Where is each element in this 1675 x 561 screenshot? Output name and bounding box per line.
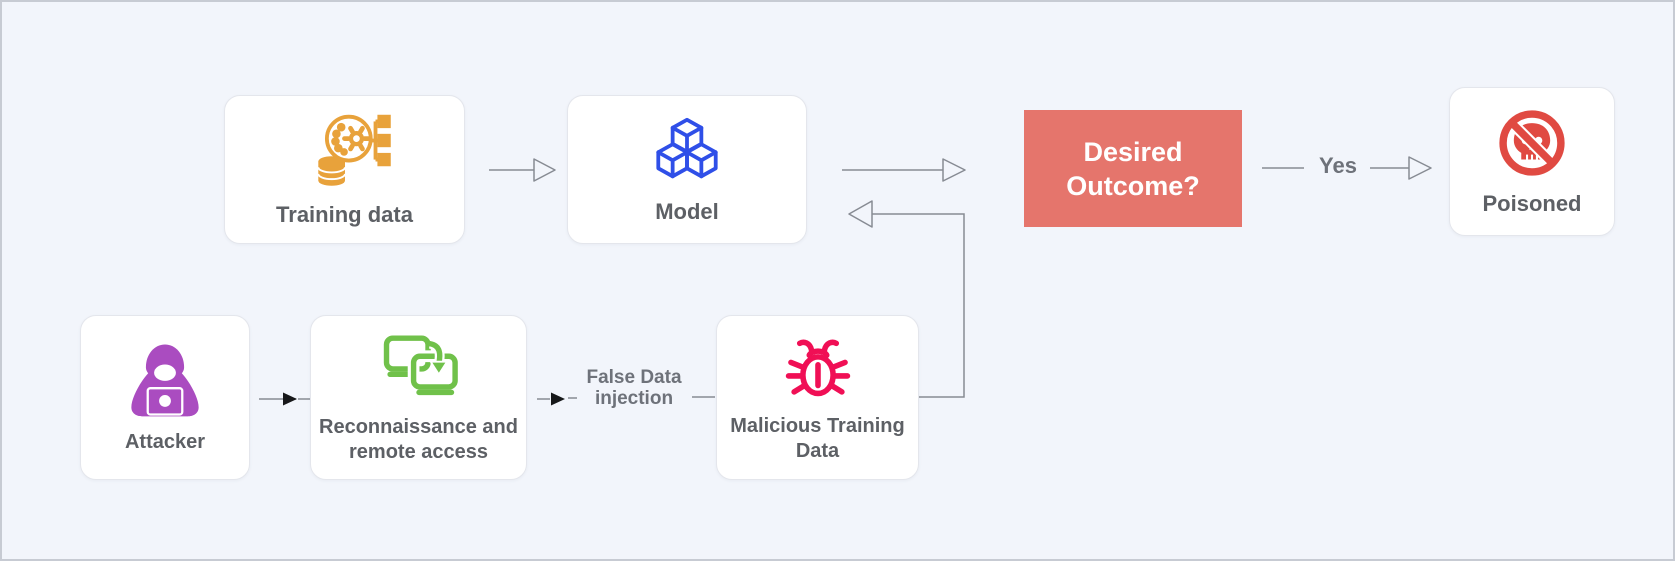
edge-malicious-to-model	[872, 213, 965, 398]
node-label-training-data: Training data	[276, 202, 413, 228]
open-arrowhead-model-outcome	[942, 158, 966, 182]
node-reconnaissance: Reconnaissance and remote access	[310, 315, 527, 480]
node-label-model: Model	[655, 199, 719, 225]
node-label-attacker: Attacker	[124, 431, 206, 454]
open-arrowhead-yes-poisoned	[1408, 156, 1432, 180]
no-skull-icon	[1499, 110, 1565, 176]
hooded-hacker-icon	[131, 344, 199, 417]
edge-label-yes: Yes	[1319, 153, 1357, 178]
node-label-desired-outcome: Desired Outcome?	[1066, 136, 1200, 201]
node-label-poisoned: Poisoned	[1482, 191, 1582, 217]
node-label-malicious-training-data: Malicious Training Data	[730, 415, 905, 462]
open-arrowhead-feedback-left	[848, 200, 873, 228]
open-arrowhead-training-model	[533, 158, 556, 182]
node-model: Model	[567, 95, 807, 244]
node-malicious-training-data: Malicious Training Data	[716, 315, 919, 480]
node-label-reconnaissance: Reconnaissance and remote access	[319, 416, 518, 463]
filled-arrowhead-attacker-recon	[283, 392, 297, 406]
node-poisoned: Poisoned	[1449, 87, 1615, 236]
model-cubes-icon	[656, 117, 718, 179]
node-desired-outcome: Desired Outcome?	[1024, 110, 1242, 227]
node-attacker: Attacker	[80, 315, 250, 480]
node-training-data: Training data	[224, 95, 465, 244]
remote-access-icon	[383, 335, 461, 396]
bug-icon	[785, 339, 850, 397]
training-data-icon	[316, 114, 391, 186]
edge-label-false-data-injection: False Data injection	[586, 367, 682, 409]
filled-arrowhead-recon-injection	[551, 392, 565, 406]
